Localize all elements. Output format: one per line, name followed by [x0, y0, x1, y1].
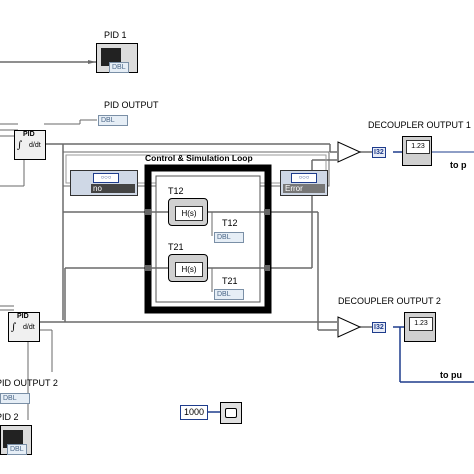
- loop-input-node[interactable]: ○○○ no: [70, 170, 138, 196]
- pid-block-lower[interactable]: PID ∫ d/dt: [8, 312, 40, 342]
- chart-icon: [101, 48, 121, 66]
- t21-output-indicator[interactable]: DBL: [214, 289, 244, 300]
- pid1-title: PID 1: [104, 30, 127, 40]
- t12-output-indicator[interactable]: DBL: [214, 232, 244, 243]
- pid-output-2-indicator[interactable]: DBL: [0, 393, 30, 404]
- pid2-dbl-tag: DBL: [7, 444, 27, 455]
- pid-block-label-lower: PID: [17, 313, 29, 320]
- wait-timer-icon[interactable]: [220, 402, 242, 424]
- error-field[interactable]: Error: [283, 184, 325, 193]
- cluster-icon-right: ○○○: [291, 173, 317, 183]
- pid2-graph-indicator[interactable]: DBL: [0, 425, 32, 455]
- numeric-constant[interactable]: 1000: [180, 405, 208, 420]
- t12-output-label: T12: [222, 218, 238, 228]
- t21-title: T21: [168, 242, 184, 252]
- t21-hs-label: H(s): [175, 262, 203, 277]
- chart-icon-2: [3, 430, 23, 448]
- to-p-label-1: to p: [450, 160, 467, 170]
- pid-output-2-title: PID OUTPUT 2: [0, 378, 58, 388]
- t21-output-label: T21: [222, 276, 238, 286]
- derivative-icon: d/dt: [29, 142, 41, 149]
- pid2-title: PID 2: [0, 412, 19, 422]
- integral-icon: ∫: [17, 140, 23, 151]
- to-pu-label-2: to pu: [440, 370, 462, 380]
- pid1-dbl-tag: DBL: [109, 62, 129, 73]
- pid-output-indicator[interactable]: DBL: [98, 115, 128, 126]
- decoupler-output-2-title: DECOUPLER OUTPUT 2: [338, 296, 441, 306]
- i32-converter-2[interactable]: I32: [372, 322, 386, 333]
- t21-transfer-function[interactable]: H(s): [168, 254, 208, 282]
- t12-title: T12: [168, 186, 184, 196]
- decoupler-output-2-indicator[interactable]: 1.23: [404, 312, 436, 342]
- loop-error-node[interactable]: ○○○ Error: [280, 170, 328, 196]
- integral-icon-lower: ∫: [11, 322, 17, 333]
- watch-icon: [225, 408, 237, 418]
- decoupler-output-1-title: DECOUPLER OUTPUT 1: [368, 120, 471, 130]
- no-field[interactable]: no: [91, 184, 135, 193]
- loop-title: Control & Simulation Loop: [145, 153, 253, 163]
- i32-converter-1[interactable]: I32: [372, 147, 386, 158]
- decoupler-output-1-indicator[interactable]: 1.23: [402, 136, 432, 166]
- decoupler2-value: 1.23: [409, 317, 433, 331]
- decoupler1-value: 1.23: [406, 140, 430, 154]
- pid-output-title: PID OUTPUT: [104, 100, 159, 110]
- pid-block-label: PID: [23, 131, 35, 138]
- t12-transfer-function[interactable]: H(s): [168, 198, 208, 226]
- pid1-graph-indicator[interactable]: DBL: [96, 43, 138, 73]
- cluster-icon: ○○○: [93, 173, 119, 183]
- pid-block-upper[interactable]: PID ∫ d/dt: [14, 130, 46, 160]
- derivative-icon-lower: d/dt: [23, 324, 35, 331]
- t12-hs-label: H(s): [175, 206, 203, 221]
